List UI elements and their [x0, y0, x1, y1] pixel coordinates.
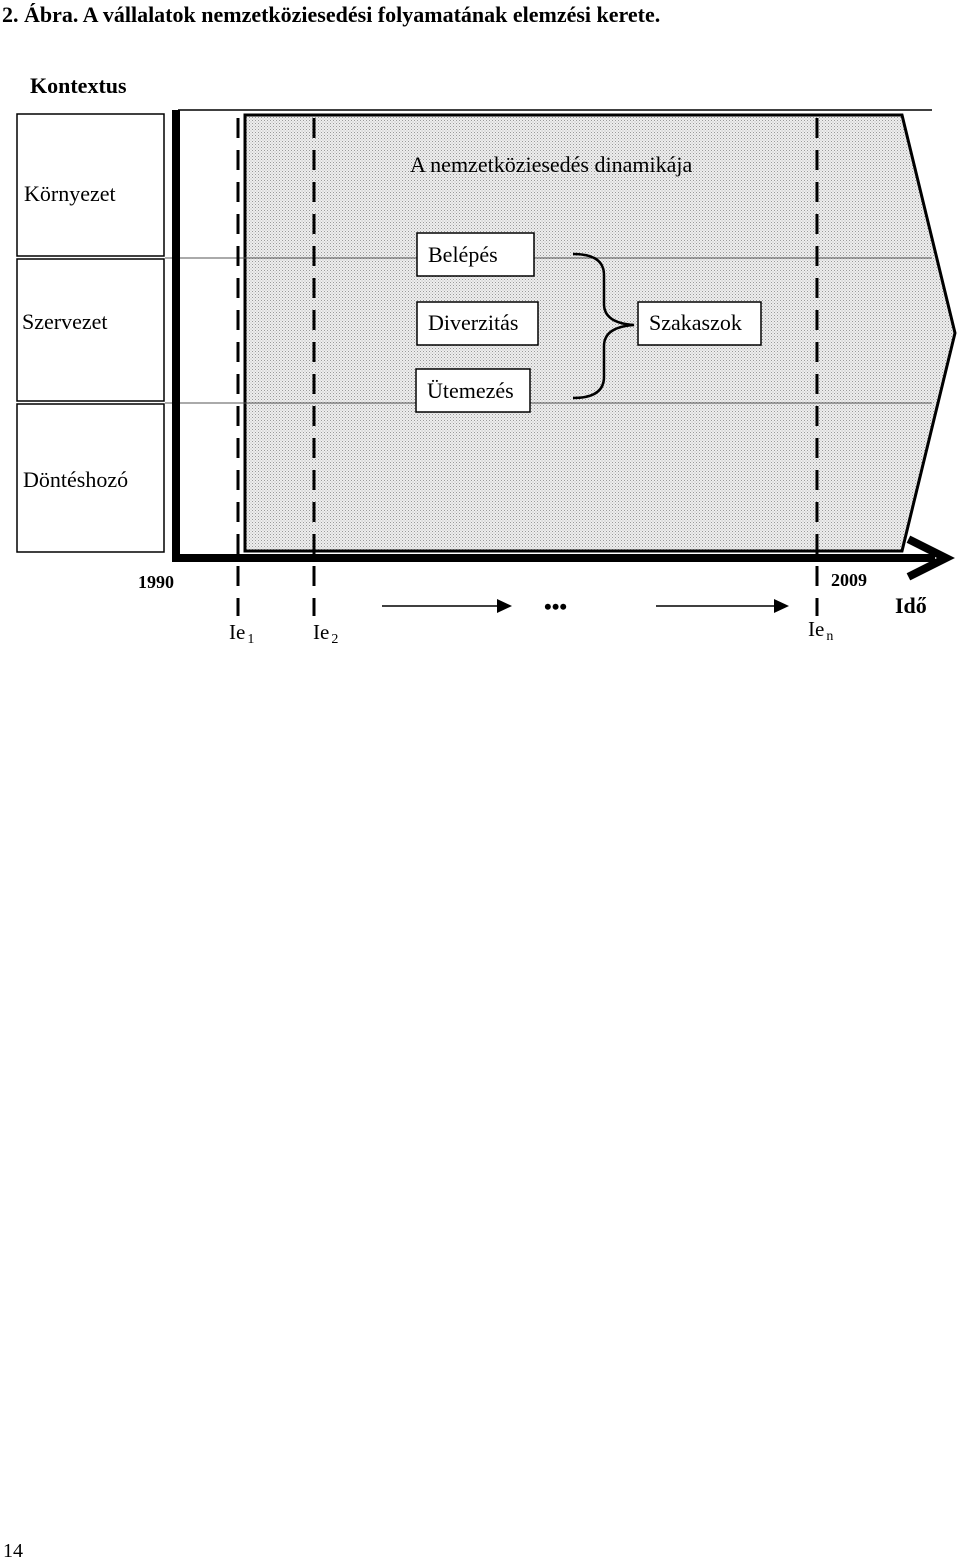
context-box-environment: [16, 113, 165, 257]
context-box-organization: [16, 258, 165, 402]
stages-label: Szakaszok: [649, 310, 742, 335]
progress-arrow-1-head: [497, 599, 512, 613]
internationalization-framework-diagram: Kontextus Környezet Szervezet Döntéshozó…: [16, 73, 957, 647]
page-number: 14: [3, 1540, 23, 1562]
context-layer-organization: Szervezet: [22, 309, 108, 334]
context-layer-decision-maker: Döntéshozó: [23, 467, 128, 492]
milestone-label-2-base: Ie: [313, 620, 329, 644]
time-label: Idő: [895, 593, 927, 618]
ellipsis: •••: [544, 594, 567, 619]
milestone-label-1-base: Ie: [229, 620, 245, 644]
step-label-diversity: Diverzitás: [428, 310, 518, 335]
milestone-label-1-sub: 1: [247, 632, 254, 647]
stages-box: [637, 301, 762, 346]
dynamics-area: [243, 113, 957, 553]
context-box-decision-maker: [16, 403, 165, 553]
grouping-brace: [572, 252, 635, 400]
start-year-label: 1990: [138, 572, 174, 592]
step-box-diversity: [416, 301, 539, 346]
step-label-pace: Ütemezés: [427, 378, 514, 403]
step-label-entry: Belépés: [428, 242, 498, 267]
context-title: Kontextus: [30, 73, 127, 98]
milestone-label-n-base: Ie: [808, 617, 824, 641]
context-layer-environment: Környezet: [24, 181, 116, 206]
step-box-entry: [416, 232, 535, 277]
progress-arrow-2-head: [774, 599, 789, 613]
milestone-label-n-sub: n: [826, 629, 833, 644]
time-axis-arrowhead: [906, 535, 955, 581]
dynamics-title: A nemzetköziesedés dinamikája: [410, 152, 692, 177]
figure-caption: 2. Ábra. A vállalatok nemzetköziesedési …: [2, 2, 661, 27]
milestone-label-2-sub: 2: [331, 632, 338, 647]
end-year-label: 2009: [831, 570, 867, 590]
step-box-pace: [415, 368, 531, 413]
